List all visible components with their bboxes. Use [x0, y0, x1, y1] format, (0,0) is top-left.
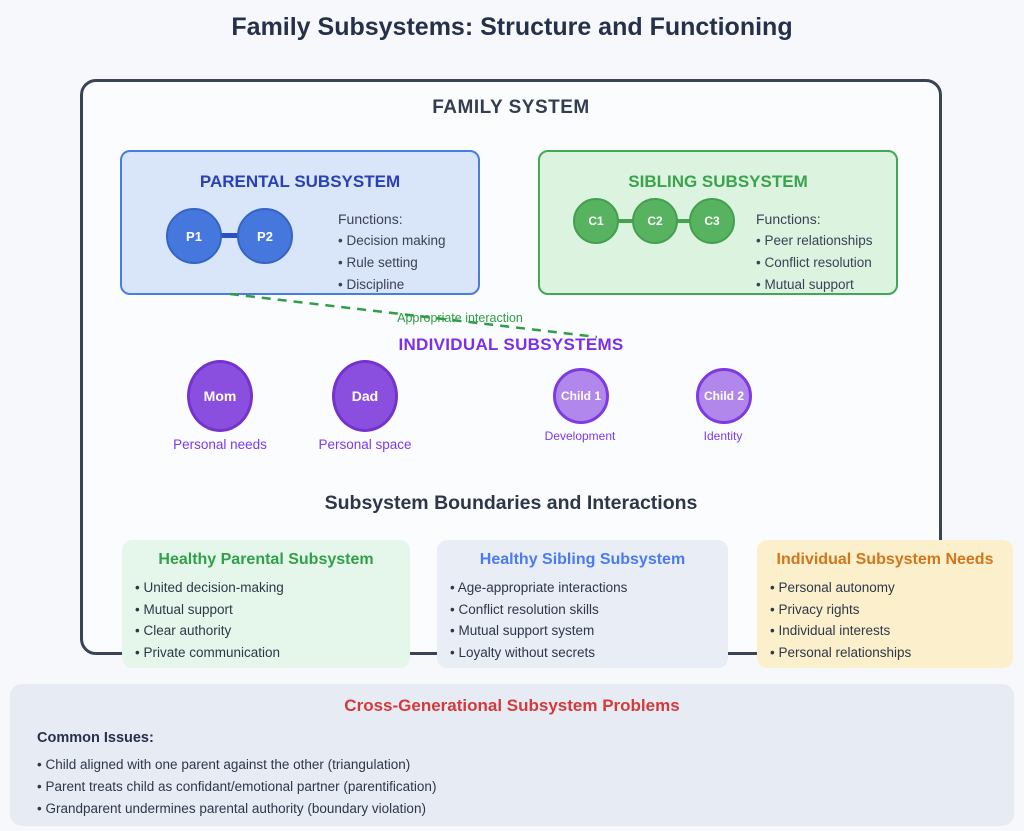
healthy-parental-item: • Mutual support [135, 601, 233, 617]
parental-subsystem-title: PARENTAL SUBSYSTEM [199, 172, 401, 191]
sibling-functions: Functions: • Peer relationships • Confli… [756, 208, 906, 296]
sibling-node-c2: C2 [632, 198, 678, 244]
individual-subsystems-title: INDIVIDUAL SUBSYSTEMS [398, 335, 624, 354]
cross-generational-problems-panel: Cross-Generational Subsystem Problems Co… [10, 684, 1014, 826]
member-note-child-1: Development [544, 429, 616, 443]
family-system-label: FAMILY SYSTEM [432, 97, 590, 118]
individual-needs-title: Individual Subsystem Needs [776, 551, 994, 568]
sibling-function-item: • Peer relationships [756, 233, 873, 248]
problems-item: • Grandparent undermines parental author… [37, 801, 426, 816]
member-note-child-2: Identity [703, 429, 743, 443]
healthy-sibling-item: • Age-appropriate interactions [450, 580, 628, 595]
boundaries-section-title: Subsystem Boundaries and Interactions [324, 492, 698, 514]
healthy-sibling-item: • Mutual support system [450, 623, 595, 638]
sibling-node-c3: C3 [689, 198, 735, 244]
page-title: Family Subsystems: Structure and Functio… [231, 13, 793, 41]
individual-needs-item: • Personal relationships [770, 644, 912, 660]
interaction-label: Appropriate interaction [397, 311, 523, 325]
member-node-mom: Mom [187, 360, 253, 432]
sibling-subsystem-title: SIBLING SUBSYSTEM [628, 172, 808, 191]
member-node-child-1: Child 1 [553, 368, 609, 424]
parental-functions: Functions: • Decision making • Rule sett… [338, 208, 488, 296]
healthy-parental-item: • Clear authority [135, 623, 232, 638]
problems-item: • Child aligned with one parent against … [37, 757, 411, 772]
problems-item: • Parent treats child as confidant/emoti… [37, 779, 437, 794]
sibling-function-item: • Conflict resolution [756, 255, 872, 270]
member-node-dad: Dad [332, 360, 398, 432]
problems-title: Cross-Generational Subsystem Problems [344, 696, 680, 715]
sibling-node-c1: C1 [573, 198, 619, 244]
healthy-sibling-title: Healthy Sibling Subsystem [479, 551, 686, 568]
sibling-function-item: • Mutual support [756, 277, 854, 292]
member-note-mom: Personal needs [173, 437, 267, 452]
healthy-parental-panel: Healthy Parental Subsystem • United deci… [122, 540, 410, 668]
parental-function-item: • Discipline [338, 277, 405, 292]
individual-needs-item: • Individual interests [770, 623, 891, 638]
healthy-parental-item: • United decision-making [135, 580, 284, 595]
parent-node-p1: P1 [166, 208, 222, 264]
parental-function-item: • Rule setting [338, 255, 418, 270]
problems-subtitle: Common Issues: [37, 730, 154, 746]
sibling-functions-label: Functions: [756, 211, 821, 227]
individual-needs-item: • Privacy rights [770, 601, 860, 617]
individual-needs-panel: Individual Subsystem Needs • Personal au… [757, 540, 1013, 668]
parent-node-p2: P2 [237, 208, 293, 264]
healthy-sibling-panel: Healthy Sibling Subsystem • Age-appropri… [437, 540, 728, 668]
parental-connector-line [206, 233, 258, 238]
parental-functions-label: Functions: [338, 211, 403, 227]
parental-function-item: • Decision making [338, 233, 446, 248]
healthy-sibling-item: • Loyalty without secrets [450, 644, 596, 660]
healthy-sibling-item: • Conflict resolution skills [450, 601, 599, 617]
member-node-child-2: Child 2 [696, 368, 752, 424]
individual-needs-item: • Personal autonomy [770, 580, 895, 595]
member-note-dad: Personal space [318, 437, 412, 452]
healthy-parental-title: Healthy Parental Subsystem [158, 551, 374, 568]
healthy-parental-item: • Private communication [135, 644, 281, 660]
